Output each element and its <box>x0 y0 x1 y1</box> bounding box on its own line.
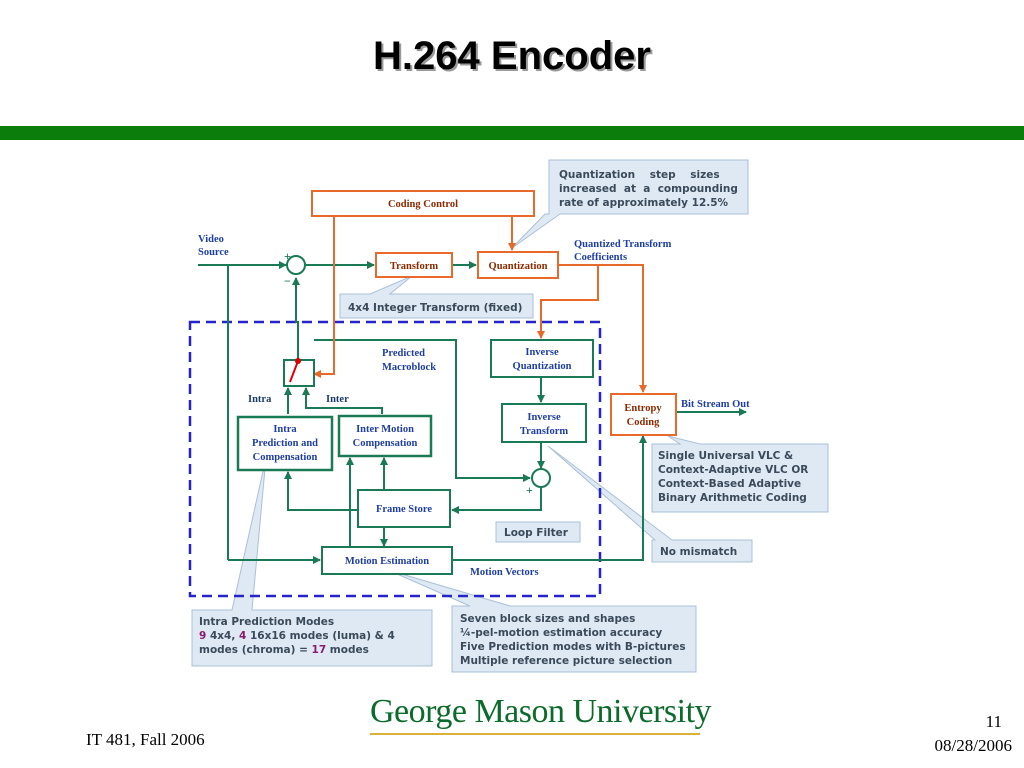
control-to-switch-line <box>313 216 335 378</box>
video-source-label-1: Video <box>198 234 224 245</box>
quantization-label: Quantization <box>489 261 548 272</box>
quantized-coeff-label-1: Quantized Transform <box>574 239 672 250</box>
prediction-to-subtract-line <box>292 277 300 360</box>
slide-title: H.264 Encoder <box>373 34 651 78</box>
motion-vectors-label: Motion Vectors <box>470 567 539 578</box>
vlc-text-3: Context-Based Adaptive <box>658 478 801 490</box>
loop-filter-text: Loop Filter <box>504 527 569 539</box>
me-text-4: Multiple reference picture selection <box>460 655 672 667</box>
minus-label: − <box>284 274 291 288</box>
intra-inter-switch <box>283 359 315 387</box>
vlc-text-4: Binary Arithmetic Coding <box>658 492 807 504</box>
inter-to-switch-line <box>302 387 383 414</box>
inverse-transform-block <box>501 403 587 443</box>
switch-arm <box>289 360 299 383</box>
loop-filter-callout <box>495 521 581 543</box>
prediction-to-adder-line <box>314 339 531 482</box>
qstep-text-1: Quantization step sizes <box>559 169 720 181</box>
intra-label: Intra <box>248 394 272 405</box>
decoder-loop-boundary <box>188 320 602 598</box>
h264-encoder-diagram: Coding Control Transform Quantization En… <box>188 159 829 673</box>
vlc-text-1: Single Universal VLC & <box>658 450 793 462</box>
inter-mc-label-1: Inter Motion <box>356 424 414 435</box>
title-underline-bar <box>0 126 1024 140</box>
transform-block <box>375 252 453 278</box>
frame-store-block <box>357 489 451 528</box>
intra-pred-label-1: Intra <box>273 424 297 435</box>
intra-pred-label-2: Prediction and <box>252 438 318 449</box>
int-transform-callout <box>339 275 534 319</box>
quantization-block <box>477 251 559 279</box>
adder-to-framestore-line <box>451 488 542 514</box>
vlc-callout <box>651 435 829 513</box>
inter-label: Inter <box>326 394 349 405</box>
video-source-label-2: Source <box>198 247 229 258</box>
quant-to-entropy-line <box>558 264 647 393</box>
framestore-to-intra-line <box>284 471 358 511</box>
logo-text: George Mason University <box>370 693 712 730</box>
vlc-text-2: Context-Adaptive VLC OR <box>658 464 808 476</box>
switch-pivot <box>295 358 301 364</box>
entropy-coding-label-2: Coding <box>627 417 660 428</box>
coding-control-label: Coding Control <box>388 199 458 210</box>
motion-estimation-block <box>321 546 453 575</box>
int-transform-text: 4x4 Integer Transform (fixed) <box>348 302 522 314</box>
me-text-1: Seven block sizes and shapes <box>460 613 635 625</box>
me-text-3: Five Prediction modes with B-pictures <box>460 641 686 653</box>
qstep-text-2: increased at a compounding <box>559 183 738 195</box>
me-text-2: ¼-pel-motion estimation accuracy <box>460 627 662 639</box>
inter-mc-label-2: Compensation <box>353 438 418 449</box>
entropy-coding-label-1: Entropy <box>624 403 662 414</box>
bit-stream-out-label: Bit Stream Out <box>681 399 750 410</box>
qstep-text-3: rate of approximately 12.5% <box>559 197 729 209</box>
me-to-entropy-line <box>452 435 647 561</box>
course-footer: IT 481, Fall 2006 <box>86 730 205 749</box>
subtract-junction <box>286 255 306 275</box>
green-connections <box>198 261 747 564</box>
intra-modes-callout <box>191 457 433 667</box>
intra-modes-text-3: modes (chroma) = 17 modes <box>199 644 369 656</box>
inverse-quantization-block <box>490 339 594 378</box>
no-mismatch-callout <box>547 445 753 563</box>
university-logo: George Mason University <box>370 693 712 735</box>
blocks <box>236 190 677 575</box>
inter-mc-block <box>337 414 433 458</box>
plus-top-label: + <box>284 249 291 263</box>
frame-store-label: Frame Store <box>376 504 432 515</box>
add-junction <box>531 468 551 488</box>
date-footer: 08/28/2006 <box>934 736 1012 755</box>
plus-bottom-label: + <box>526 483 533 497</box>
intra-pred-label-3: Compensation <box>253 452 318 463</box>
quant-to-iq-line <box>537 265 599 339</box>
it-label-1: Inverse <box>527 412 561 423</box>
transform-label: Transform <box>390 261 438 272</box>
logo-underline <box>370 733 700 735</box>
callouts <box>191 159 829 673</box>
no-mismatch-text: No mismatch <box>660 546 737 558</box>
orange-connections <box>313 216 647 393</box>
intra-modes-text-2: 9 4x4, 4 16x16 modes (luma) & 4 <box>199 630 395 642</box>
predicted-mb-label-1: Predicted <box>382 348 425 359</box>
motion-estimation-label: Motion Estimation <box>345 556 429 567</box>
qstep-callout <box>511 159 749 249</box>
coding-control-block <box>311 190 535 217</box>
iq-label-1: Inverse <box>525 347 559 358</box>
quantized-coeff-label-2: Coefficients <box>574 252 627 263</box>
iq-label-2: Quantization <box>513 361 572 372</box>
predicted-mb-label-2: Macroblock <box>382 362 436 373</box>
it-label-2: Transform <box>520 426 568 437</box>
page-number: 11 <box>985 712 1002 731</box>
intra-modes-text-1: Intra Prediction Modes <box>199 616 334 628</box>
intra-prediction-block <box>236 415 334 472</box>
entropy-coding-block <box>610 393 677 436</box>
